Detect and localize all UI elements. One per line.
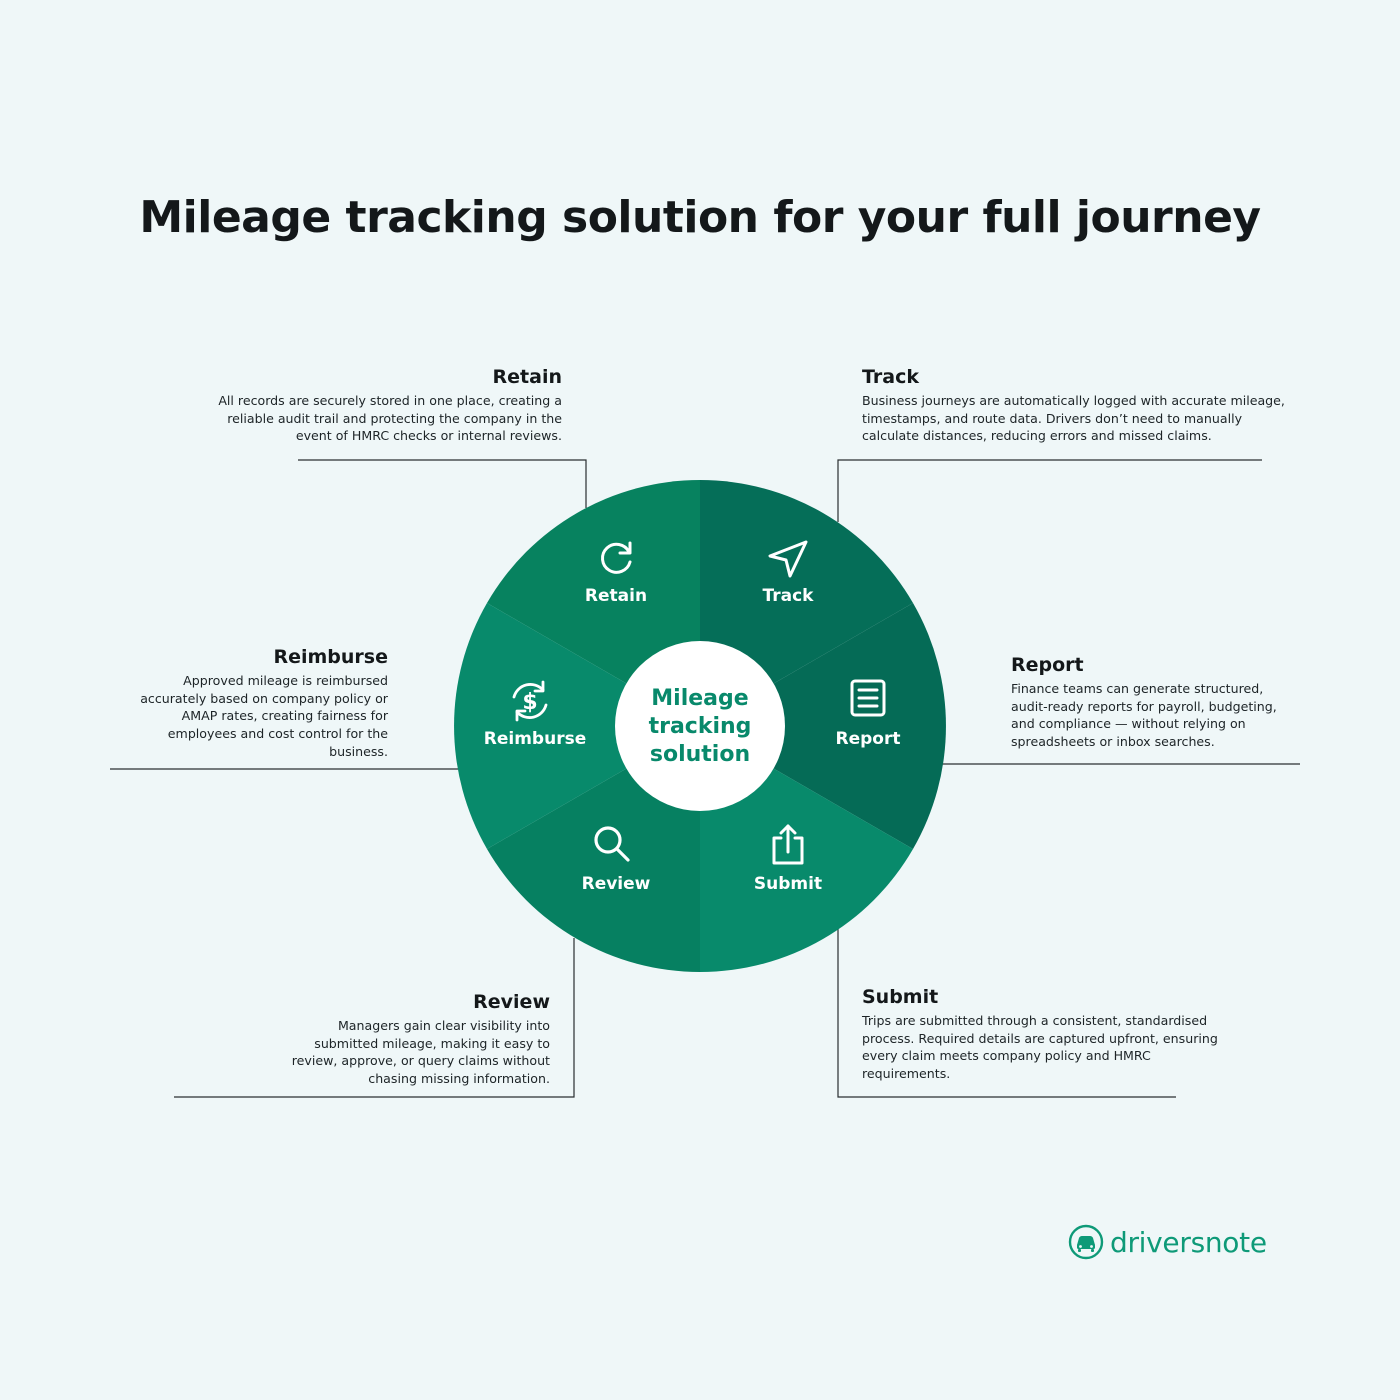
- connector-track: [837, 459, 1262, 522]
- callout-title-retain: Retain: [492, 366, 562, 388]
- refresh-icon: [601, 541, 632, 574]
- callout-track: Track Business journeys are automaticall…: [862, 366, 1292, 445]
- dollar-cycle-icon: $: [512, 680, 548, 722]
- callout-text-submit: Trips are submitted through a consistent…: [862, 1013, 1218, 1082]
- share-upload-icon: [772, 824, 804, 865]
- callout-report: Report Finance teams can generate struct…: [1011, 654, 1291, 751]
- connector-submit: [837, 928, 1176, 1098]
- callout-text-reimburse: Approved mileage is reimbursed accuratel…: [140, 673, 388, 759]
- callout-submit: Submit Trips are submitted through a con…: [862, 986, 1220, 1083]
- segment-reimburse[interactable]: [454, 603, 700, 849]
- center-circle: [615, 641, 785, 811]
- segment-label-track: Track: [763, 586, 815, 606]
- center-line-1: Mileage: [651, 686, 748, 711]
- segment-label-report: Report: [836, 729, 901, 749]
- connector-lines: [110, 459, 1300, 1098]
- logo-text: driversnote: [1110, 1225, 1267, 1259]
- callout-text-retain: All records are securely stored in one p…: [218, 393, 562, 444]
- magnifier-icon: [594, 826, 630, 862]
- segment-label-review: Review: [582, 874, 651, 894]
- document-icon: [850, 679, 886, 717]
- callout-review: Review Managers gain clear visibility in…: [282, 991, 550, 1088]
- callout-title-track: Track: [862, 366, 919, 388]
- callout-text-track: Business journeys are automatically logg…: [862, 393, 1285, 444]
- segment-label-retain: Retain: [585, 586, 647, 606]
- callout-title-review: Review: [473, 991, 550, 1013]
- callout-retain: Retain All records are securely stored i…: [210, 366, 562, 445]
- page-title: Mileage tracking solution for your full …: [139, 192, 1261, 243]
- connector-review: [174, 938, 575, 1098]
- center-line-2: tracking: [649, 714, 752, 739]
- callout-title-reimburse: Reimburse: [273, 646, 388, 668]
- driversnote-logo[interactable]: driversnote: [1068, 1222, 1267, 1262]
- callout-text-review: Managers gain clear visibility into subm…: [291, 1018, 550, 1087]
- center-line-3: solution: [650, 742, 750, 767]
- car-icon: [1068, 1224, 1104, 1260]
- callout-reimburse: Reimburse Approved mileage is reimbursed…: [128, 646, 388, 761]
- callout-text-report: Finance teams can generate structured, a…: [1011, 681, 1277, 750]
- segment-label-submit: Submit: [754, 874, 822, 894]
- connector-retain: [298, 459, 587, 508]
- segment-report[interactable]: [700, 603, 946, 849]
- navigation-arrow-icon: [768, 540, 808, 578]
- callout-title-submit: Submit: [862, 986, 939, 1008]
- segment-label-reimburse: Reimburse: [484, 729, 586, 749]
- svg-text:$: $: [522, 690, 537, 715]
- callout-title-report: Report: [1011, 654, 1084, 676]
- wheel: [454, 480, 946, 972]
